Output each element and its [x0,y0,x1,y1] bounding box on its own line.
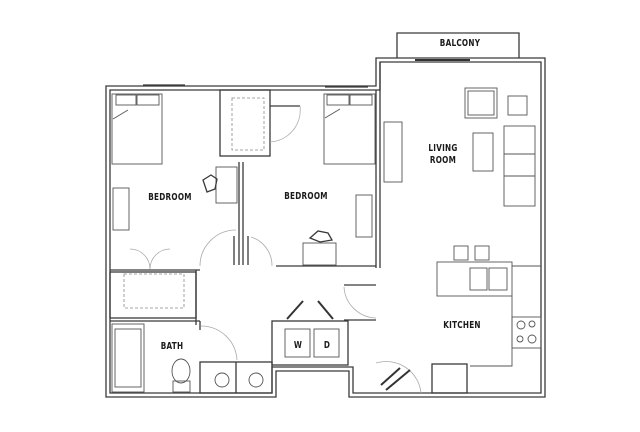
interior-walls [109,62,381,394]
room-label-living-line2: ROOM [429,155,457,166]
kitchen-fixtures [431,245,542,394]
appliance-label-washer: W [293,340,303,351]
balcony-outline [396,32,520,58]
room-label-living-line1: LIVING [428,143,458,154]
living-room-furniture [383,87,536,207]
room-label-bedroom-1: BEDROOM [148,192,192,203]
room-label-bedroom-2: BEDROOM [284,191,328,202]
room-label-bath: BATH [160,341,184,352]
bath-fixtures [111,323,340,393]
appliance-label-dryer: D [323,340,331,351]
bedroom-2-furniture [302,93,376,266]
room-label-kitchen: KITCHEN [443,320,481,331]
bedroom-1-furniture [111,93,238,231]
door-swings [129,229,422,394]
room-label-balcony: BALCONY [439,38,481,49]
